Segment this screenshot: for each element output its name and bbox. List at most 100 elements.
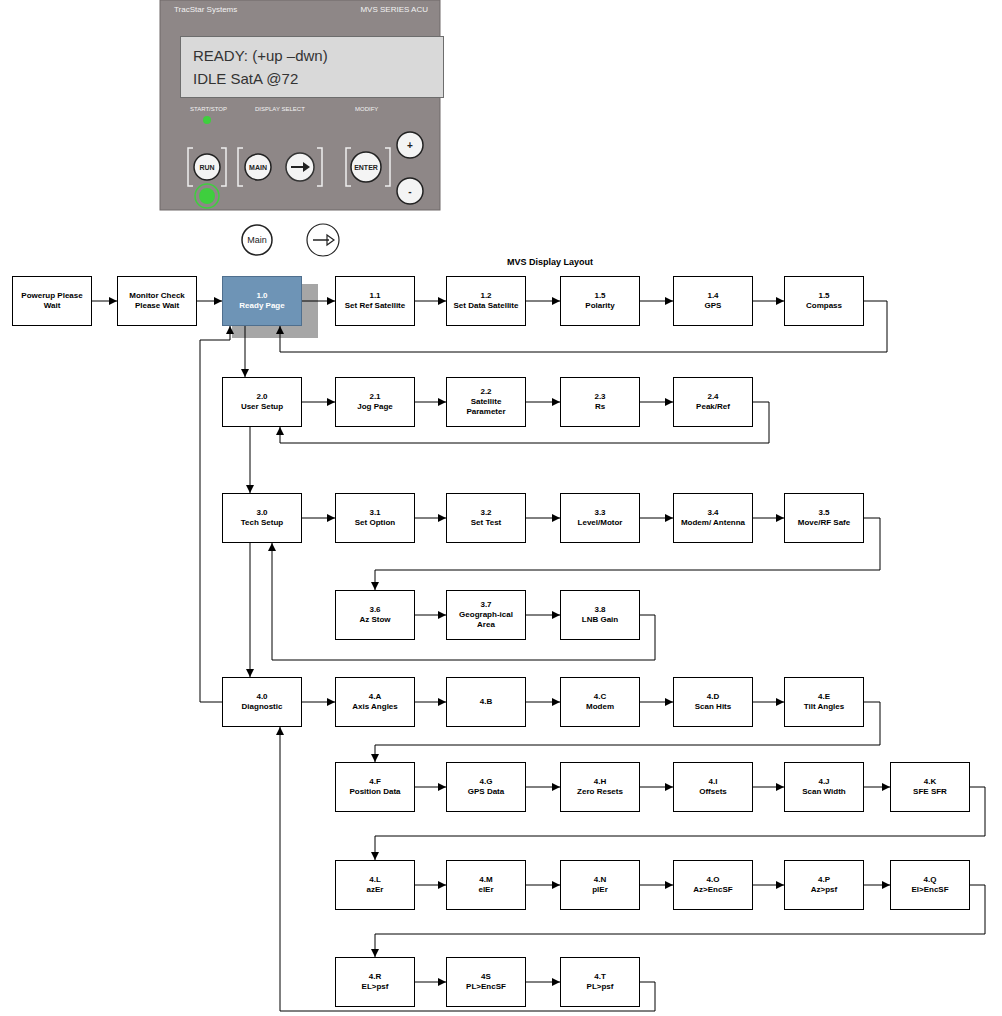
process-box: 4.REL>psf bbox=[335, 957, 415, 1007]
page-label: Monitor Check Please Wait bbox=[122, 291, 192, 311]
button-label: - bbox=[408, 186, 411, 197]
process-box: 4.JScan Width bbox=[784, 762, 864, 812]
button-label: ENTER bbox=[354, 164, 378, 171]
process-box: 3.1Set Option bbox=[335, 493, 415, 543]
page-number: 4.M bbox=[479, 875, 492, 885]
page-label: Axis Angles bbox=[352, 702, 398, 712]
flow-connector bbox=[526, 702, 560, 703]
button-label: + bbox=[407, 140, 413, 151]
process-box: 3.0Tech Setup bbox=[222, 493, 302, 543]
process-box: 3.2Set Test bbox=[446, 493, 526, 543]
flow-connector bbox=[415, 885, 446, 886]
page-label: User Setup bbox=[241, 402, 283, 412]
page-number: 3.0 bbox=[256, 508, 267, 518]
arrow-key-symbol bbox=[307, 224, 339, 256]
process-box: 4.CModem bbox=[560, 677, 640, 727]
page-label: Set Data Satellite bbox=[454, 301, 519, 311]
page-label: azEr bbox=[367, 885, 384, 895]
process-box: 1.5Polarity bbox=[560, 276, 640, 326]
page-label: Az>EncSF bbox=[693, 885, 732, 895]
page-label: SFE SFR bbox=[913, 787, 947, 797]
page-number: 4.R bbox=[369, 972, 381, 982]
process-box: 4.ETilt Angles bbox=[784, 677, 864, 727]
button-circle bbox=[397, 178, 423, 204]
page-number: 4.J bbox=[818, 777, 829, 787]
flow-connector bbox=[415, 518, 446, 519]
flow-connector bbox=[526, 518, 560, 519]
flow-connector bbox=[640, 885, 673, 886]
process-box: 4.AAxis Angles bbox=[335, 677, 415, 727]
process-box: 4.0Diagnostic bbox=[222, 677, 302, 727]
page-label: Scan Width bbox=[802, 787, 845, 797]
flow-connector bbox=[753, 702, 784, 703]
process-box: 4SPL>EncSF bbox=[446, 957, 526, 1007]
process-box: 4.HZero Resets bbox=[560, 762, 640, 812]
page-label: LNB Gain bbox=[582, 615, 618, 625]
flow-connector bbox=[415, 982, 446, 983]
page-number: 2.3 bbox=[594, 392, 605, 402]
flow-connector bbox=[753, 518, 784, 519]
status-led bbox=[203, 116, 211, 124]
page-label: Peak/Ref bbox=[696, 402, 730, 412]
button-circle bbox=[245, 154, 271, 180]
page-label: Modem bbox=[586, 702, 614, 712]
page-label: Tilt Angles bbox=[804, 702, 844, 712]
page-label: Diagnostic bbox=[242, 702, 283, 712]
page-label: Jog Page bbox=[357, 402, 393, 412]
page-label: Offsets bbox=[699, 787, 727, 797]
process-box: 4.QEl>EncSF bbox=[890, 860, 970, 910]
page-number: 2.0 bbox=[256, 392, 267, 402]
process-box: 1.1Set Ref Satellite bbox=[335, 276, 415, 326]
button-label: RUN bbox=[199, 164, 214, 171]
process-box: 2.0User Setup bbox=[222, 377, 302, 427]
process-box: 4.B bbox=[446, 677, 526, 727]
page-label: 4.B bbox=[480, 697, 492, 707]
process-box: 2.2Satellite Parameter bbox=[446, 377, 526, 427]
flow-connector bbox=[640, 518, 673, 519]
page-label: Az Stow bbox=[359, 615, 390, 625]
process-box: Monitor Check Please Wait bbox=[117, 276, 197, 326]
page-number: 4.L bbox=[369, 875, 381, 885]
flow-connector bbox=[864, 885, 890, 886]
lcd-line: READY: (+up –dwn) bbox=[193, 47, 443, 64]
page-label: Set Ref Satellite bbox=[345, 301, 405, 311]
process-box: 4.GGPS Data bbox=[446, 762, 526, 812]
panel-button: Main bbox=[241, 224, 273, 256]
process-box: 1.2Set Data Satellite bbox=[446, 276, 526, 326]
process-box: 3.3Level/Motor bbox=[560, 493, 640, 543]
page-label: PL>EncSF bbox=[466, 982, 506, 992]
flow-connector bbox=[302, 402, 335, 403]
flow-connector bbox=[640, 787, 673, 788]
page-number: 4.A bbox=[369, 692, 381, 702]
page-number: 3.1 bbox=[369, 508, 380, 518]
panel-button: ENTER bbox=[350, 151, 382, 183]
control-panel: TracStar SystemsMVS SERIES ACUSTART/STOP… bbox=[160, 0, 440, 210]
process-box: 4.LazEr bbox=[335, 860, 415, 910]
flow-connector bbox=[640, 402, 673, 403]
page-number: 4.O bbox=[707, 875, 720, 885]
page-label: Geograph-ical Area bbox=[451, 610, 521, 630]
page-label: Set Option bbox=[355, 518, 395, 528]
panel-button: - bbox=[396, 177, 424, 205]
page-label: plEr bbox=[592, 885, 608, 895]
page-number: 1.5 bbox=[594, 291, 605, 301]
page-number: 3.3 bbox=[594, 508, 605, 518]
arrow-button bbox=[286, 153, 314, 181]
button-circle bbox=[351, 152, 381, 182]
page-label: GPS Data bbox=[468, 787, 504, 797]
flow-connector bbox=[526, 615, 560, 616]
page-label: Powerup Please Wait bbox=[17, 291, 87, 311]
page-number: 4.C bbox=[594, 692, 606, 702]
page-number: 4.I bbox=[709, 777, 718, 787]
brand-label: MVS SERIES ACU bbox=[360, 5, 428, 14]
process-box: 4.OAz>EncSF bbox=[673, 860, 753, 910]
page-number: 1.2 bbox=[480, 291, 491, 301]
flow-connector bbox=[302, 702, 335, 703]
page-number: 4.K bbox=[924, 777, 936, 787]
button-circle bbox=[397, 132, 423, 158]
process-box: 3.5Move/RF Safe bbox=[784, 493, 864, 543]
flow-connector bbox=[526, 301, 560, 302]
process-box: 4.MelEr bbox=[446, 860, 526, 910]
flow-connector bbox=[250, 543, 251, 677]
ready-page-box: 1.0Ready Page bbox=[222, 276, 302, 326]
